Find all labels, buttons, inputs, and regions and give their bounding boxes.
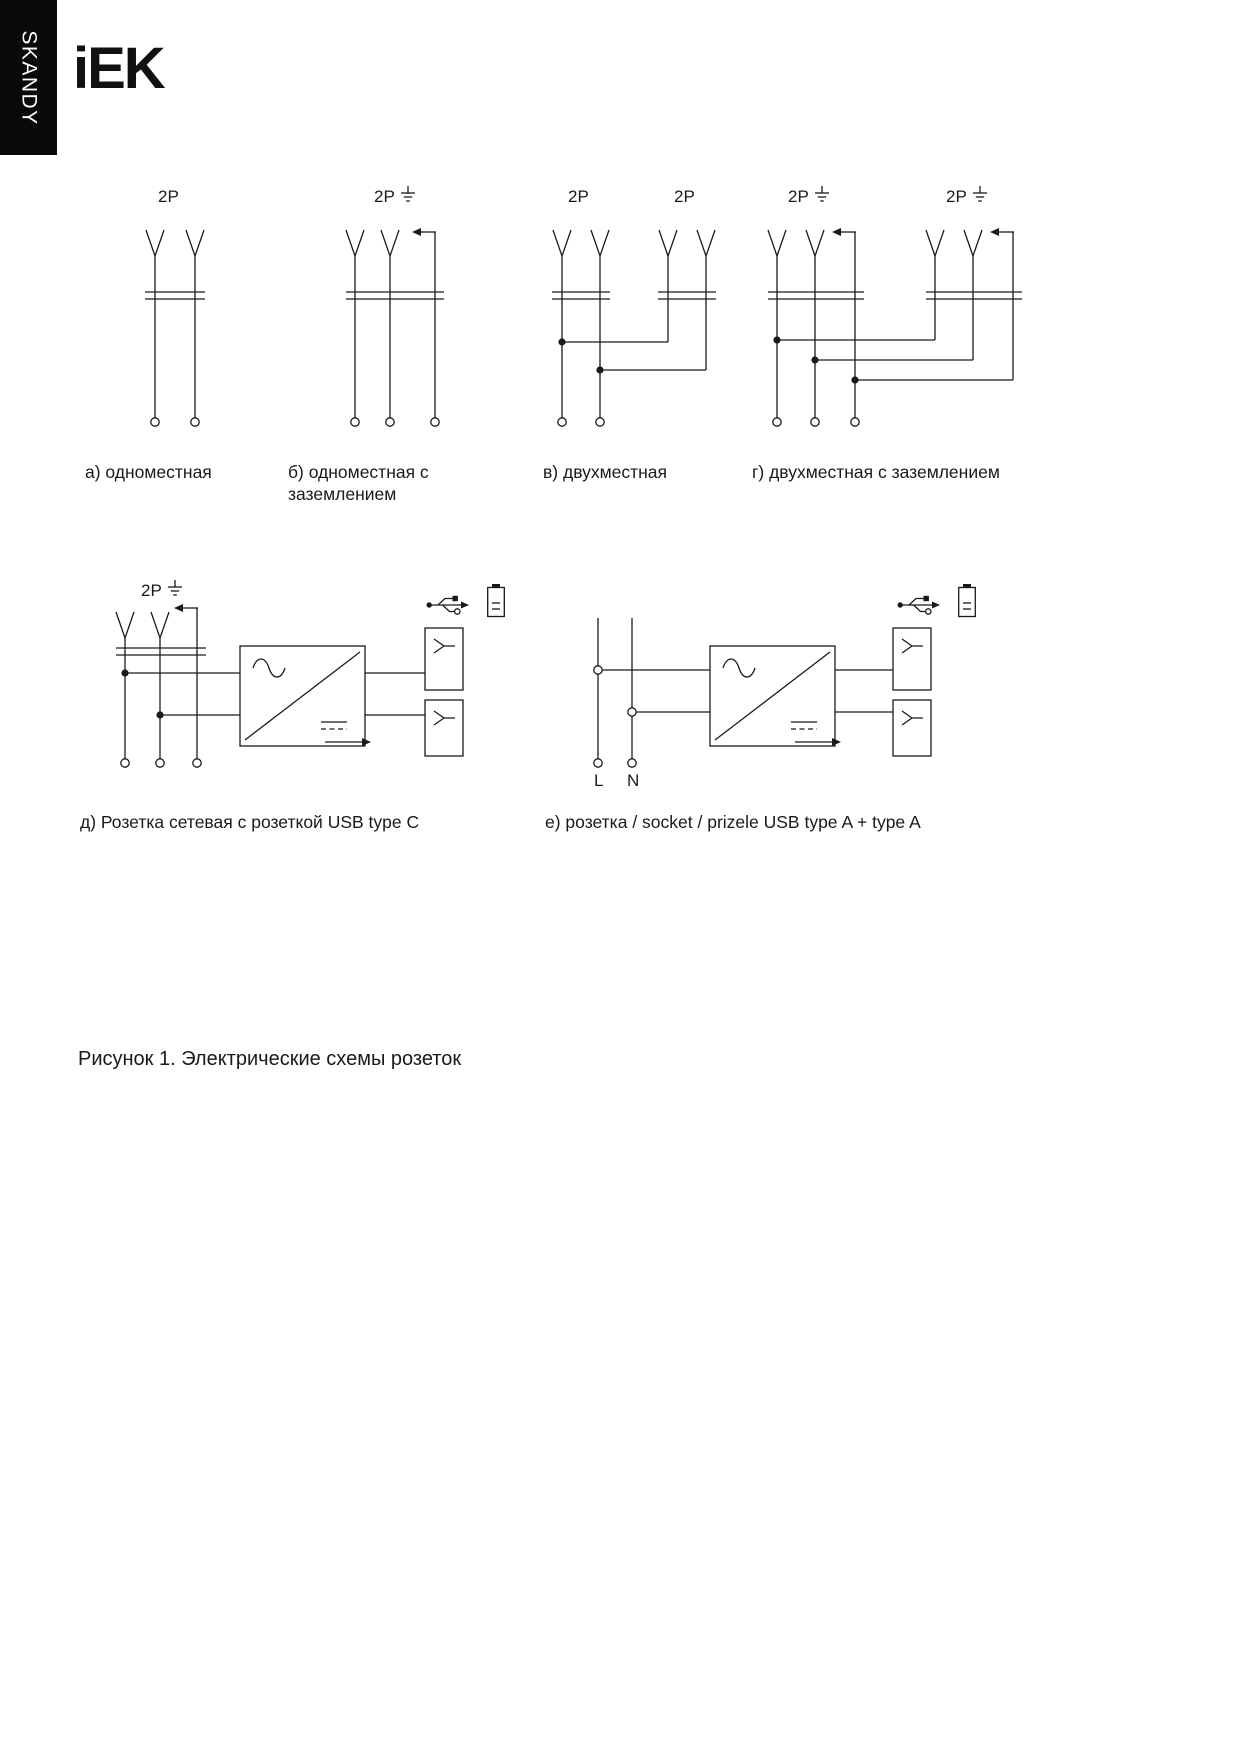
earth-contact-arrow-icon xyxy=(173,603,199,613)
diagram-double-socket-earthed: 2P 2P xyxy=(767,185,1022,427)
label-2p: 2P xyxy=(374,187,395,206)
usb-port-box xyxy=(892,699,932,757)
label-2p-left: 2P xyxy=(568,187,589,206)
fork-contact-icon xyxy=(805,229,825,257)
caption-double-socket-earthed: г) двухместная с заземлением xyxy=(752,462,1000,482)
fork-contact-icon xyxy=(963,229,983,257)
caption-socket-usb-type-a: е) розетка / socket / prizele USB type A… xyxy=(545,812,921,832)
usb-port-box xyxy=(892,627,932,691)
diagram-single-socket-earthed: 2P xyxy=(345,185,444,427)
terminal-circle xyxy=(595,417,605,427)
diagram-single-socket: 2P xyxy=(145,187,205,427)
fork-contact-icon xyxy=(658,229,678,257)
series-tab: SKANDY xyxy=(0,0,57,155)
fork-contact-icon xyxy=(552,229,572,257)
diagram-socket-usb-type-a: L N xyxy=(593,583,976,790)
output-wires xyxy=(365,672,425,716)
socket-wires xyxy=(124,608,240,759)
ground-icon xyxy=(814,185,830,202)
earth-contact-arrow-icon xyxy=(989,227,1015,237)
fork-contact-icon xyxy=(115,611,135,639)
port-contact-icon xyxy=(433,710,456,726)
fork-contact-icon xyxy=(185,229,205,257)
port-contact-icon xyxy=(901,638,924,654)
port-contact-icon xyxy=(901,710,924,726)
socket-wires xyxy=(354,232,436,418)
terminal-circle xyxy=(810,417,820,427)
terminal-circle xyxy=(385,417,395,427)
battery-icon xyxy=(487,583,505,618)
ground-icon xyxy=(167,579,183,596)
fork-contact-icon xyxy=(767,229,787,257)
figure-caption: Рисунок 1. Электрические схемы розеток xyxy=(78,1048,462,1070)
diagram-socket-usb-type-c: 2P xyxy=(115,579,505,768)
terminal-circle xyxy=(627,758,637,768)
tap-circle xyxy=(593,665,603,675)
ground-icon xyxy=(400,185,416,202)
label-2p: 2P xyxy=(158,187,179,206)
ac-dc-converter-box xyxy=(239,645,372,747)
ground-icon xyxy=(972,185,988,202)
port-contact-icon xyxy=(433,638,456,654)
socket-wires xyxy=(776,232,1014,418)
terminal-circle xyxy=(772,417,782,427)
output-wires xyxy=(835,669,893,713)
terminal-circle xyxy=(430,417,440,427)
socket-body xyxy=(552,291,716,300)
junction-dot xyxy=(810,355,820,365)
label-l: L xyxy=(594,771,603,790)
junction-dot xyxy=(155,710,165,720)
junction-dot xyxy=(120,668,130,678)
earth-contact-arrow-icon xyxy=(411,227,437,237)
junction-dot xyxy=(772,335,782,345)
series-tab-label: SKANDY xyxy=(17,29,41,126)
socket-wires xyxy=(154,256,196,418)
junction-dot xyxy=(595,365,605,375)
label-n: N xyxy=(627,771,639,790)
caption-socket-usb-type-c: д) Розетка сетевая с розеткой USB type C xyxy=(80,812,420,832)
battery-icon xyxy=(958,583,976,618)
usb-port-box xyxy=(424,699,464,757)
socket-wires xyxy=(561,256,707,418)
usb-port-box xyxy=(424,627,464,691)
ac-dc-converter-box xyxy=(709,645,842,747)
terminal-circle xyxy=(192,758,202,768)
label-2p: 2P xyxy=(141,581,162,600)
junction-dot xyxy=(557,337,567,347)
fork-contact-icon xyxy=(380,229,400,257)
socket-body xyxy=(346,291,444,300)
fork-contact-icon xyxy=(590,229,610,257)
socket-body xyxy=(145,291,205,300)
fork-contact-icon xyxy=(150,611,170,639)
terminal-circle xyxy=(150,417,160,427)
terminal-circle xyxy=(190,417,200,427)
terminal-circle xyxy=(350,417,360,427)
terminal-circle xyxy=(120,758,130,768)
supply-wires xyxy=(597,618,710,759)
label-2p-left: 2P xyxy=(788,187,809,206)
terminal-circle xyxy=(850,417,860,427)
socket-body xyxy=(116,647,206,656)
earth-contact-arrow-icon xyxy=(831,227,857,237)
usb-icon xyxy=(896,595,941,615)
tap-circle xyxy=(627,707,637,717)
fork-contact-icon xyxy=(145,229,165,257)
fork-contact-icon xyxy=(925,229,945,257)
usb-icon xyxy=(425,595,470,615)
terminal-circle xyxy=(557,417,567,427)
terminal-circle xyxy=(155,758,165,768)
caption-single-socket: а) одноместная xyxy=(85,462,212,482)
diagram-double-socket: 2P 2P xyxy=(552,187,716,427)
fork-contact-icon xyxy=(696,229,716,257)
caption-single-socket-earthed: б) одноместная с заземлением xyxy=(288,462,429,504)
socket-body xyxy=(768,291,1022,300)
caption-double-socket: в) двухместная xyxy=(543,462,668,482)
terminal-circle xyxy=(593,758,603,768)
iek-logo: iEK xyxy=(73,36,166,101)
junction-dot xyxy=(850,375,860,385)
label-2p-right: 2P xyxy=(674,187,695,206)
label-2p-right: 2P xyxy=(946,187,967,206)
fork-contact-icon xyxy=(345,229,365,257)
